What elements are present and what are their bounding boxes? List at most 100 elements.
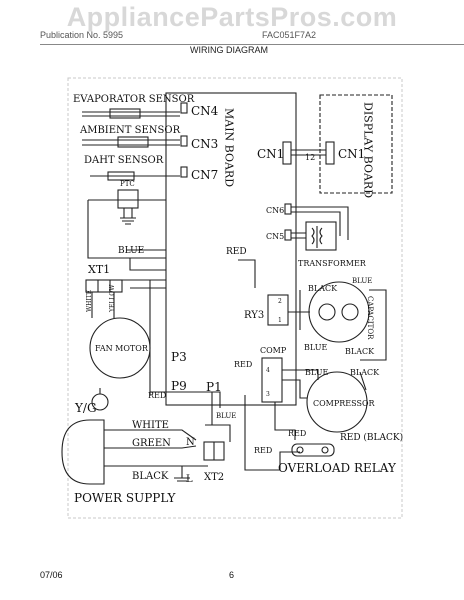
green-supply-label: GREEN	[132, 438, 171, 449]
blue-p1-label: BLUE	[216, 412, 236, 420]
plug-prongs	[104, 429, 118, 467]
cn5-label: CN5	[266, 232, 284, 241]
blue-left-label: BLUE	[118, 246, 144, 256]
diagram-frame	[67, 77, 403, 519]
black-comp-label: BLACK	[350, 368, 380, 377]
blue-comp2-label: BLUE	[305, 368, 328, 377]
ry3-pin-1: 1	[278, 317, 282, 324]
cn5-wires	[291, 232, 306, 239]
overload-relay	[291, 443, 335, 457]
ptc-ground	[120, 208, 136, 225]
evaporator-sensor-body	[109, 108, 141, 119]
cn4-connector	[180, 102, 188, 114]
p1-blue-wire	[205, 392, 231, 442]
xt1-label: XT1	[88, 263, 110, 276]
display-cn1-connector	[325, 141, 335, 165]
blue-comp-label: BLUE	[304, 343, 327, 352]
cn3-connector	[180, 135, 188, 147]
cable-count-label: 12	[305, 153, 315, 162]
transformer-box	[305, 221, 337, 251]
red-overload-label: RED	[288, 429, 306, 438]
ambient-sensor-leads	[82, 139, 180, 146]
daht-sensor-body	[107, 171, 135, 181]
xt1-feed	[122, 279, 166, 289]
capacitor-terminal-b	[341, 303, 359, 321]
red-board-wire	[238, 259, 256, 288]
cn6-label: CN6	[266, 206, 284, 215]
comp-relay-label: COMP	[260, 346, 287, 355]
red-board-label: RED	[226, 247, 247, 257]
power-plug	[61, 419, 105, 485]
supply-ground	[174, 466, 190, 482]
display-board-label: DISPLAY BOARD	[362, 102, 375, 198]
xt1-dividers	[97, 280, 111, 292]
cn3-label: CN3	[191, 137, 218, 151]
ptc-element	[117, 189, 139, 209]
red-fan-wire	[149, 391, 221, 408]
yellow-xt1-label: YELLOW	[109, 284, 116, 313]
transformer-label: TRANSFORMER	[298, 259, 367, 268]
p3-label: P3	[171, 350, 187, 364]
blue-cap-label: BLUE	[352, 277, 372, 285]
board-cn1-connector	[282, 141, 292, 165]
display-cn1-label: CN1	[338, 147, 365, 161]
display-board-box	[319, 94, 393, 194]
red-ry3-label: RED	[234, 360, 252, 369]
black-cap2-label: BLACK	[345, 347, 375, 356]
overload-contact-a	[296, 446, 304, 454]
black-cap-label: BLACK	[308, 284, 338, 293]
power-supply-label: POWER SUPPLY	[74, 491, 177, 505]
p1-label: P1	[206, 380, 222, 394]
header-rule	[40, 44, 464, 45]
compressor	[306, 371, 368, 433]
ry3-label: RY3	[244, 310, 264, 321]
overload-relay-label: OVERLOAD RELAY	[278, 461, 397, 475]
red-fan-label: RED	[148, 391, 166, 400]
ry3-relay	[267, 294, 289, 326]
overload-wire	[244, 395, 300, 471]
cn7-label: CN7	[191, 168, 218, 182]
capacitor-label: CAPACITOR	[366, 296, 374, 340]
footer-date: 07/06	[40, 570, 63, 580]
ambient-sensor-label: AMBIENT SENSOR	[79, 125, 181, 136]
model-number: FAC051F7A2	[262, 30, 317, 40]
white-supply-label: WHITE	[132, 420, 169, 431]
capacitor-to-compressor	[359, 289, 387, 391]
xt1-terminal	[85, 279, 123, 293]
ptc-label: PTC	[120, 180, 135, 188]
ground-label: Y/G	[74, 401, 97, 415]
publication-number: Publication No. 5995	[40, 30, 124, 40]
ry3-pin-2: 2	[278, 298, 282, 305]
cn4-label: CN4	[191, 104, 219, 118]
cn6-wires	[291, 206, 349, 240]
overload-contact-b	[321, 446, 329, 454]
comp-to-compressor	[282, 369, 319, 399]
red-black-label: RED (BLACK)	[340, 432, 403, 443]
ptc-circuit	[87, 199, 166, 259]
page-number: 6	[229, 570, 235, 580]
supply-n-label: N	[186, 437, 195, 448]
ambient-sensor-body	[117, 136, 149, 148]
black-supply-label: BLACK	[132, 471, 169, 482]
supply-l-label: L	[186, 474, 193, 485]
ry3-to-capacitor	[288, 290, 310, 330]
white-xt1-label: WHITE	[86, 290, 93, 312]
transformer-coils	[311, 226, 323, 248]
watermark: AppliancePartsPros.com	[66, 2, 398, 32]
cn5-connector	[284, 229, 292, 241]
xt1-fan-leads	[91, 292, 115, 318]
comp-pin-3: 3	[266, 391, 270, 398]
page-title: WIRING DIAGRAM	[190, 45, 268, 55]
cn6-connector	[284, 203, 292, 215]
main-board-box	[165, 92, 297, 406]
evaporator-sensor-leads	[82, 111, 180, 117]
display-cable	[291, 149, 326, 156]
main-board-label: MAIN BOARD	[223, 108, 236, 187]
red-xt2-label: RED	[254, 446, 272, 455]
fan-motor-label: FAN MOTOR	[95, 344, 149, 353]
xt2-label: XT2	[204, 472, 224, 483]
comp-red-wire	[274, 402, 296, 440]
cn7-connector	[180, 166, 188, 178]
p9-label: P9	[171, 379, 187, 393]
